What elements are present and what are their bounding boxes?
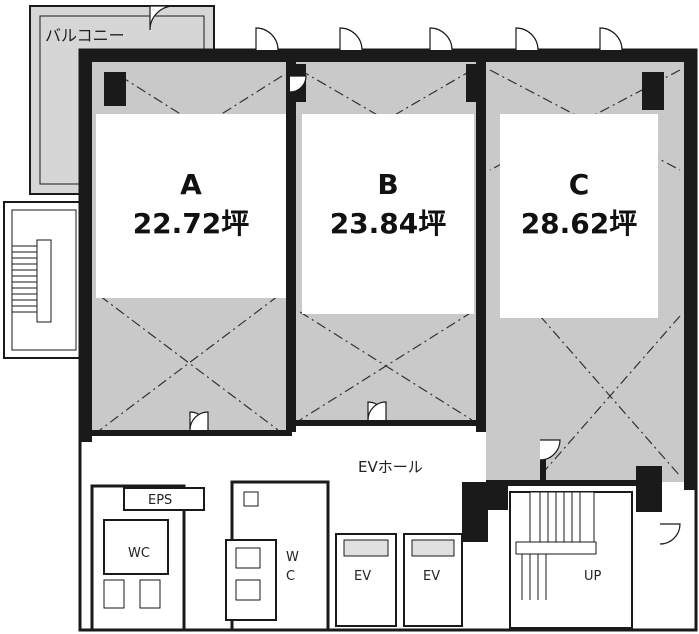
unit-a-area: 22.72坪: [132, 207, 250, 240]
core-area: [90, 480, 633, 632]
eps-label: EPS: [148, 493, 172, 508]
doors: [149, 5, 681, 545]
unit-c-letter: C: [568, 168, 590, 201]
partition-walls: [80, 50, 696, 490]
elevator-1-label: EV: [354, 569, 371, 584]
unit-b-letter: B: [377, 168, 399, 201]
wc-left-label: WC: [128, 546, 150, 561]
exterior-stairs: [3, 201, 85, 359]
elevator-2-label: EV: [423, 569, 440, 584]
unit-a-label: A 22.72坪: [96, 114, 286, 298]
balcony-label: バルコニー: [45, 26, 125, 45]
unit-b-area: 23.84坪: [329, 207, 447, 240]
wc-right-c-label: C: [286, 569, 295, 584]
stairs-up-label: UP: [584, 569, 602, 584]
unit-c-label: C 28.62坪: [500, 114, 658, 318]
ev-hall-label: EVホール: [358, 458, 423, 476]
unit-c-area: 28.62坪: [520, 207, 638, 240]
wc-right-w-label: W: [286, 550, 299, 565]
unit-a-letter: A: [180, 168, 202, 201]
unit-b-label: B 23.84坪: [302, 114, 474, 314]
